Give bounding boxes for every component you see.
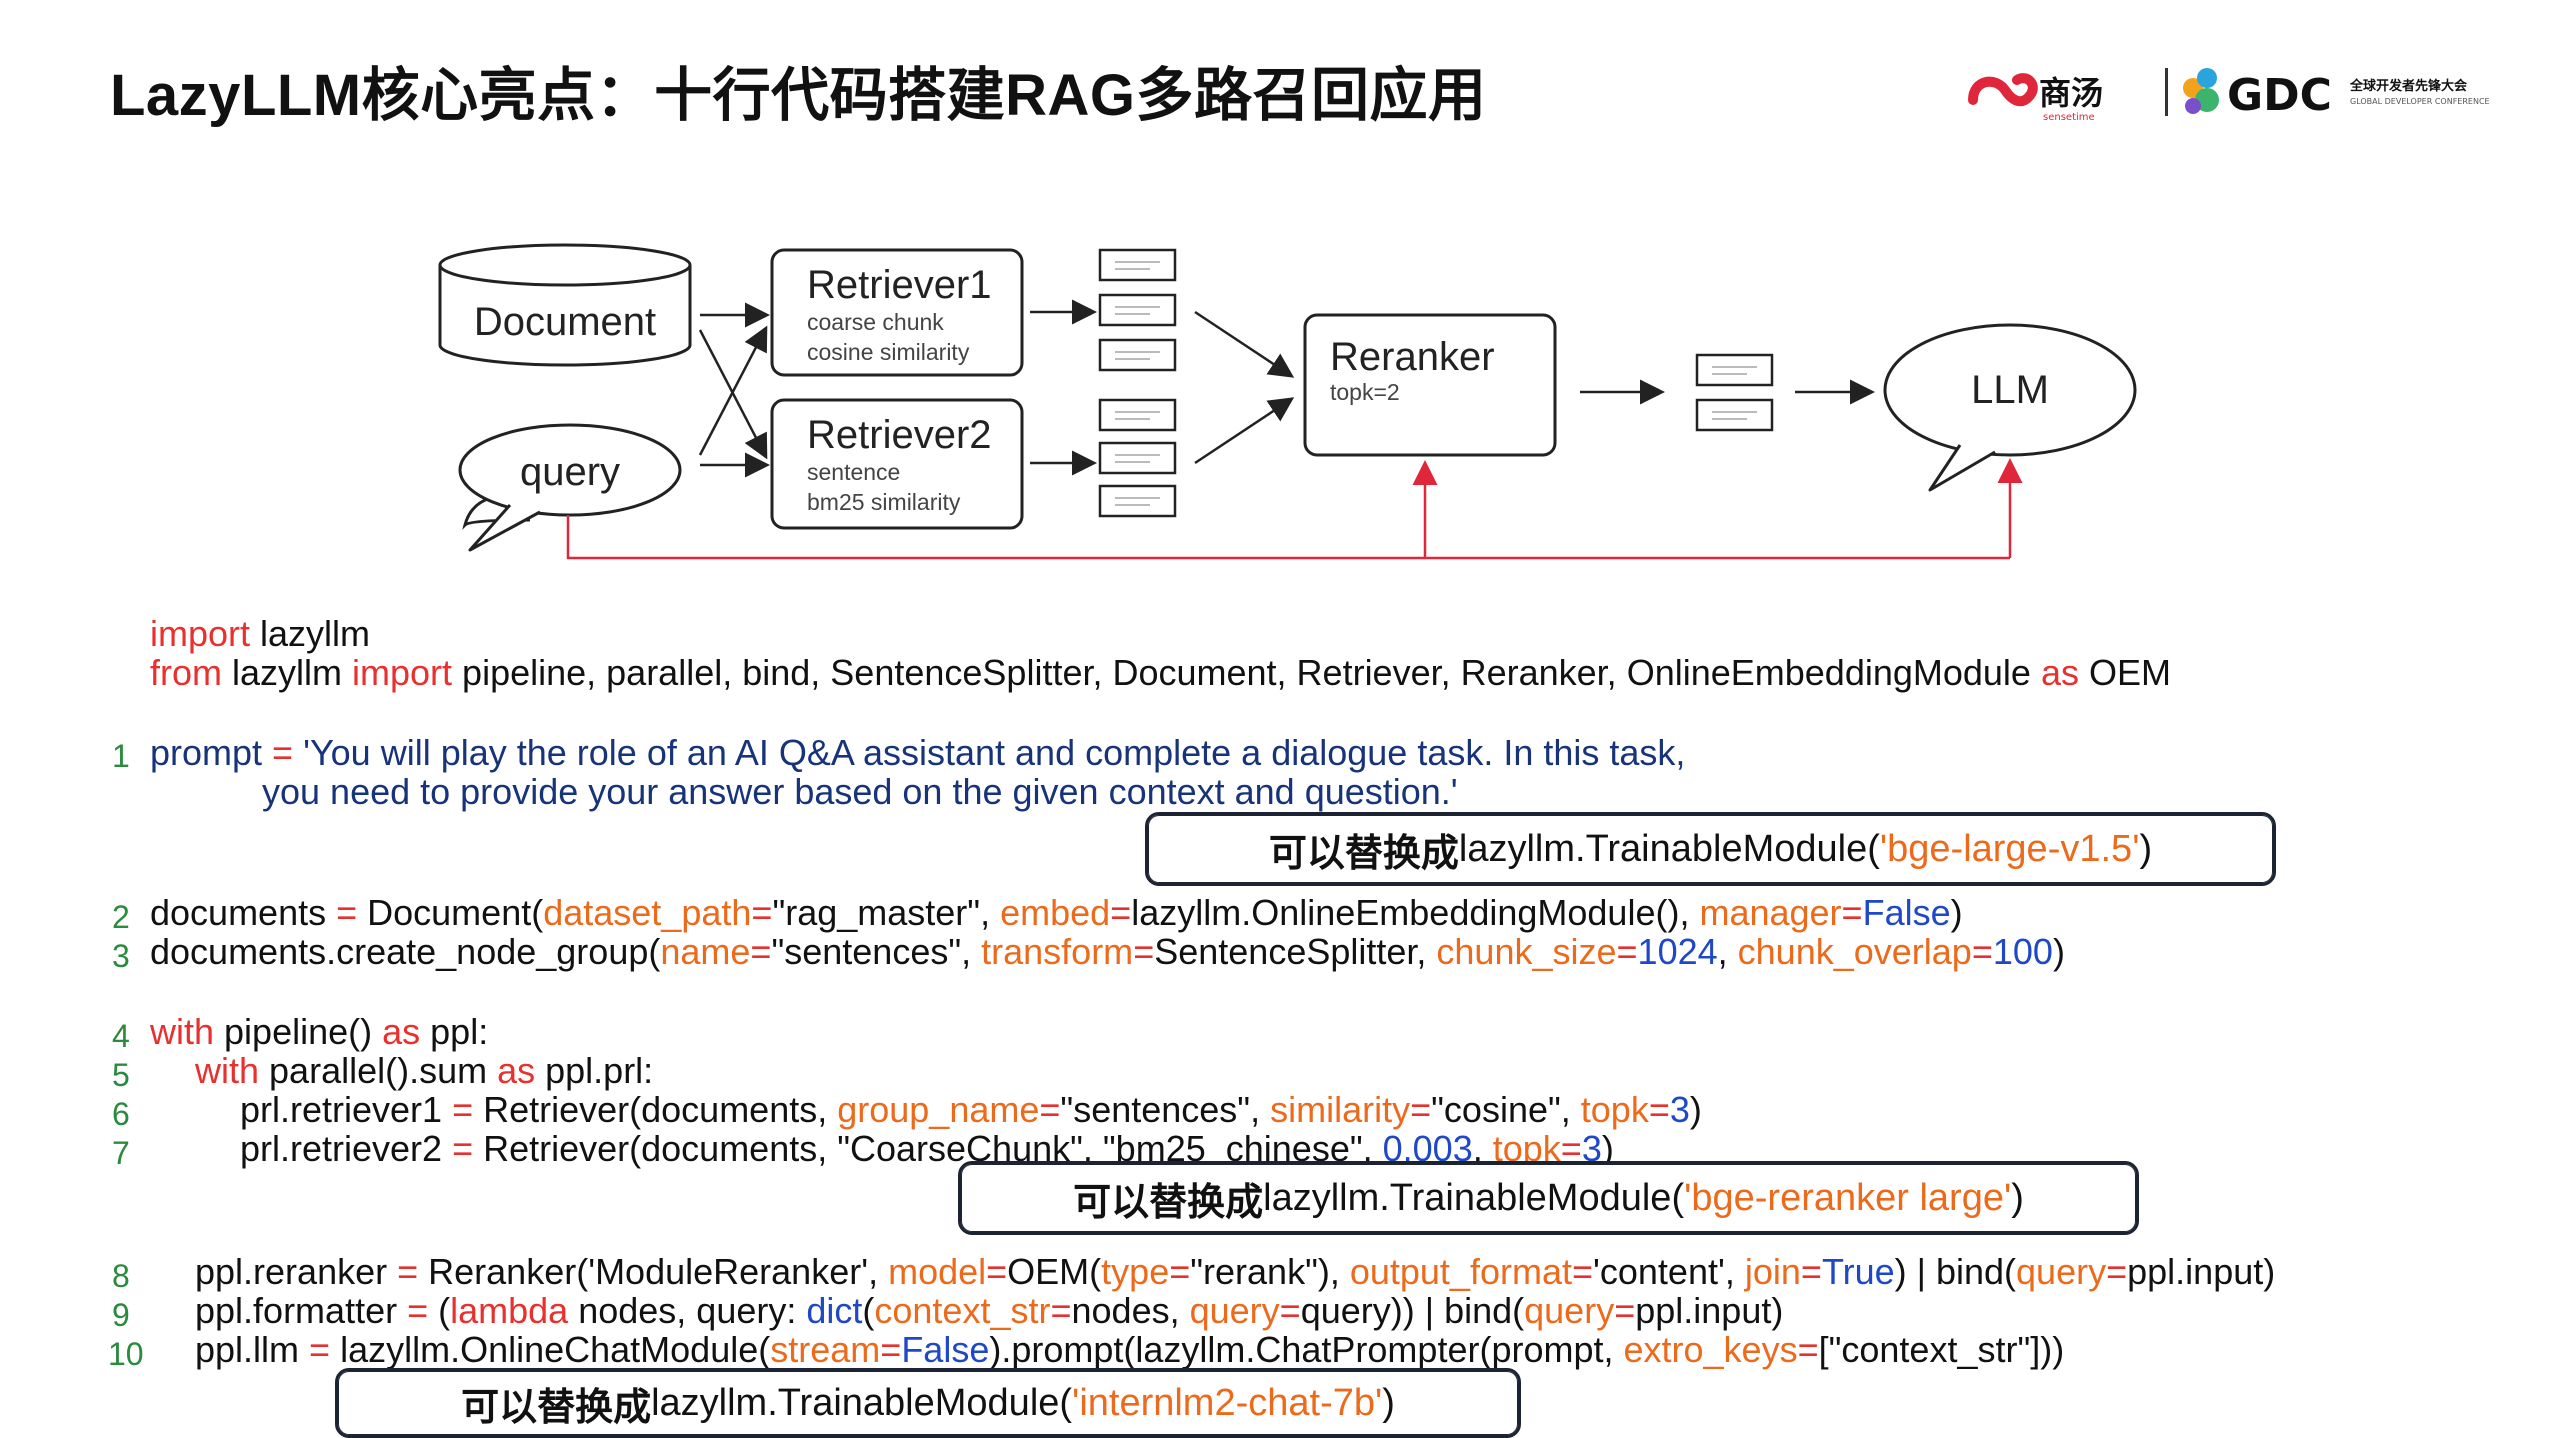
llm-label: LLM <box>1971 368 2049 412</box>
reranker-line1: topk=2 <box>1330 379 1400 405</box>
chunks-group-1 <box>1098 248 1177 372</box>
page-title: LazyLLM核心亮点：十行代码搭建RAG多路召回应用 <box>110 63 1487 128</box>
line-number: 6 <box>112 1096 130 1132</box>
line-number: 3 <box>112 938 130 974</box>
code-line-5: with parallel().sum as ppl.prl: <box>195 1050 654 1091</box>
query-label: query <box>520 450 620 494</box>
code-line-1: prompt = 'You will play the role of an A… <box>150 732 1686 773</box>
line-number: 1 <box>112 738 130 774</box>
chunks-group-2 <box>1098 398 1177 518</box>
retriever2-title: Retriever2 <box>807 413 992 457</box>
retriever2-line1: sentence <box>807 459 900 485</box>
gdc-logo: GDC 全球开发者先锋大会 GLOBAL DEVELOPER CONFERENC… <box>2165 68 2490 121</box>
retriever1-line1: coarse chunk <box>807 309 944 335</box>
arrow-chunks1-reranker <box>1194 310 1295 378</box>
line-number: 7 <box>112 1135 130 1171</box>
reranker-title: Reranker <box>1330 335 1495 379</box>
chunks-group-3 <box>1695 353 1774 432</box>
retriever1-node: Retriever1 coarse chunk cosine similarit… <box>770 248 1024 377</box>
retriever1-line2: cosine similarity <box>807 339 970 365</box>
code-line-8: ppl.reranker = Reranker('ModuleReranker'… <box>195 1251 2276 1292</box>
document-label: Document <box>474 300 656 344</box>
code-line-3: documents.create_node_group(name="senten… <box>150 931 2065 972</box>
code-line-import2: from lazyllm import pipeline, parallel, … <box>150 652 2171 693</box>
reranker-node: Reranker topk=2 <box>1303 313 1557 457</box>
line-number: 4 <box>112 1018 130 1054</box>
line-number: 2 <box>112 899 130 935</box>
retriever2-line2: bm25 similarity <box>807 489 961 515</box>
line-number: 8 <box>112 1258 130 1294</box>
sensetime-logo: 商汤 sensetime <box>1968 73 2103 123</box>
document-node: Document <box>438 243 692 367</box>
query-node: query <box>458 423 682 552</box>
sensetime-cn-text: 商汤 <box>2039 74 2103 112</box>
arrow-chunks2-reranker <box>1194 397 1295 465</box>
code-line-import1: import lazyllm <box>150 613 371 654</box>
sensetime-en-text: sensetime <box>2043 112 2095 123</box>
line-number: 5 <box>112 1057 130 1093</box>
llm-node: LLM <box>1883 323 2137 492</box>
retriever1-title: Retriever1 <box>807 263 992 307</box>
code-line-9: ppl.formatter = (lambda nodes, query: di… <box>195 1290 1784 1331</box>
code-line-6: prl.retriever1 = Retriever(documents, gr… <box>240 1089 1702 1130</box>
code-line-1-cont: you need to provide your answer based on… <box>262 771 1458 812</box>
line-number: 9 <box>112 1297 130 1333</box>
code-line-10: ppl.llm = lazyllm.OnlineChatModule(strea… <box>195 1329 2065 1370</box>
gdc-cn-text: 全球开发者先锋大会 <box>2349 78 2468 94</box>
line-number: 10 <box>108 1336 144 1372</box>
rag-diagram: Document query Retriever1 coarse chunk c… <box>438 243 2137 560</box>
query-feed-lines <box>566 458 2023 560</box>
code-line-2: documents = Document(dataset_path="rag_m… <box>150 892 1963 933</box>
arrow-query-r1 <box>698 325 768 456</box>
retriever2-node: Retriever2 sentence bm25 similarity <box>770 398 1024 530</box>
gdc-text: GDC <box>2227 70 2332 121</box>
code-line-4: with pipeline() as ppl: <box>150 1011 489 1052</box>
gdc-en-text: GLOBAL DEVELOPER CONFERENCE <box>2350 97 2490 106</box>
